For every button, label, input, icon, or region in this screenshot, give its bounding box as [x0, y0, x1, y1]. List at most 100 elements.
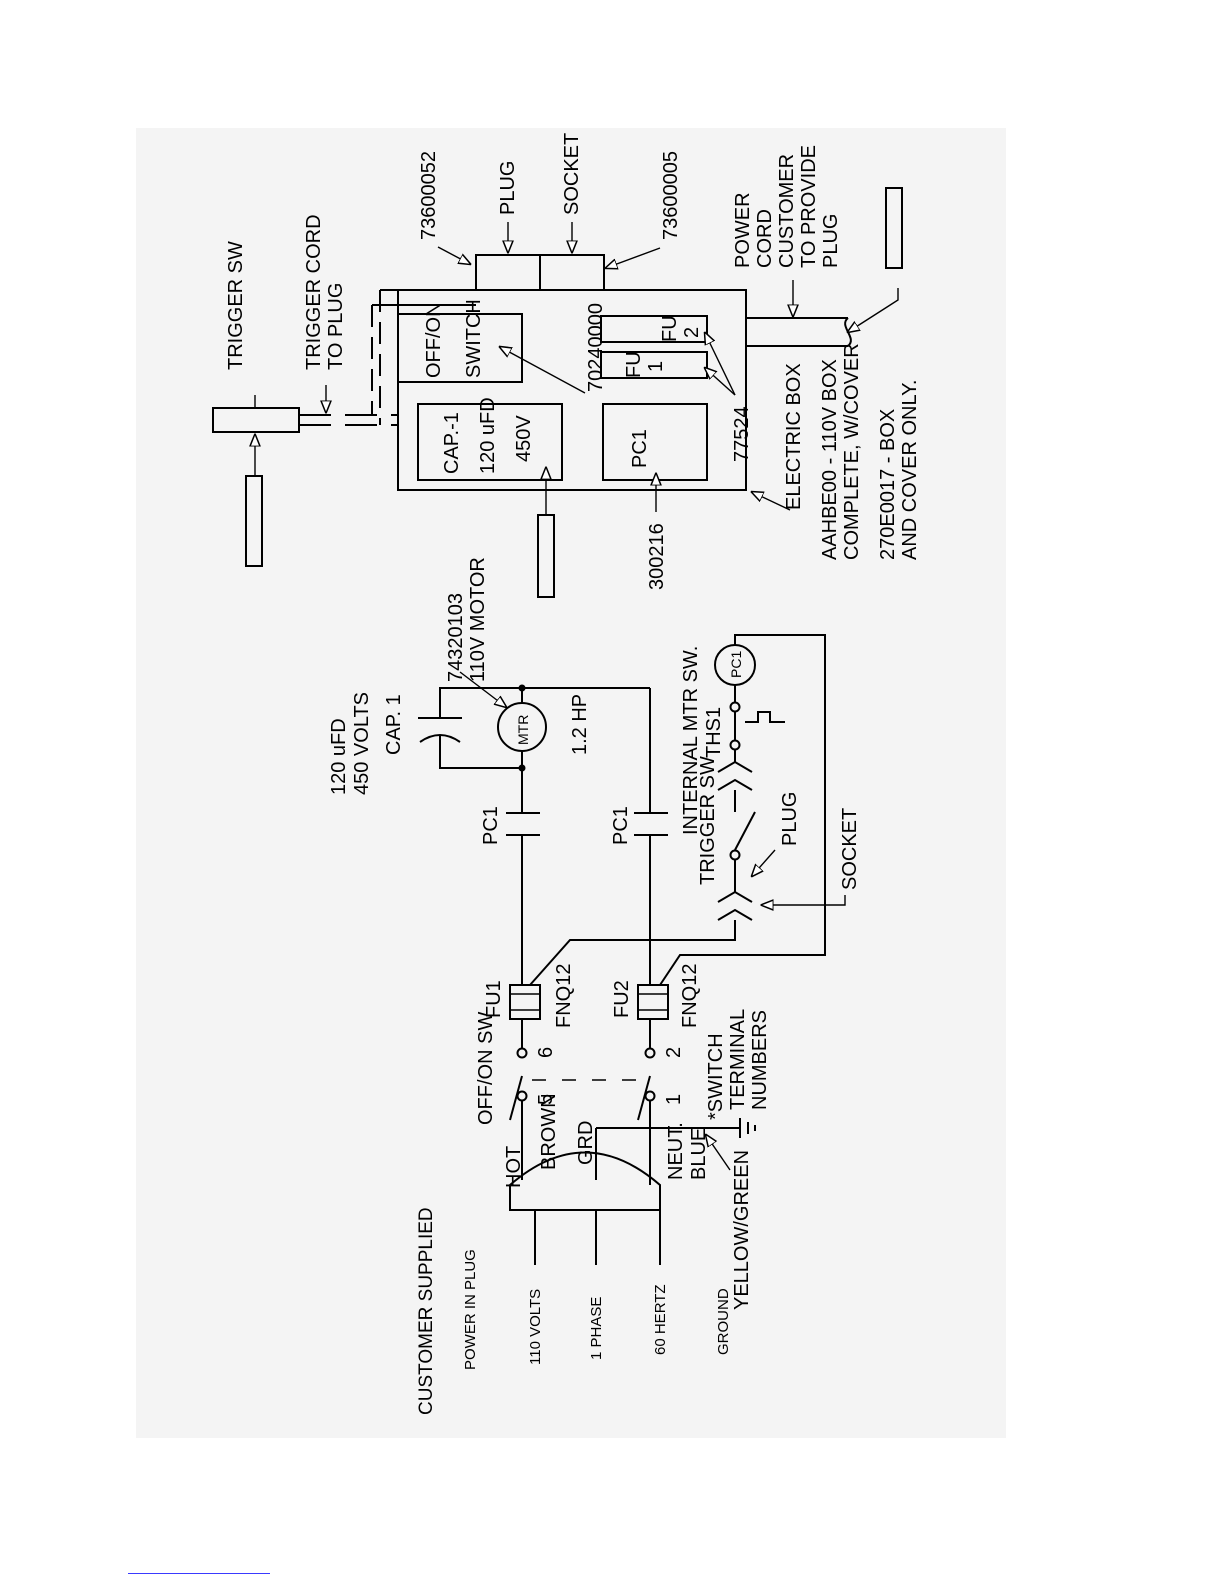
label-fu2-num: 2	[681, 327, 703, 338]
supply-notes: CUSTOMER SUPPLIED POWER IN PLUG 110 VOLT…	[416, 1207, 732, 1415]
label-power-3: CUSTOMER	[776, 154, 798, 268]
label-aahbe00-2: COMPLETE, W/COVER	[841, 343, 863, 560]
label-aahbe00-1: AAHBE00 - 110V BOX	[819, 359, 841, 560]
label-fu1: FU	[623, 351, 645, 378]
ths1-node-b	[729, 701, 741, 713]
plug-contact-a	[717, 778, 753, 791]
label-switch-terminal-2: TERMINAL	[727, 1009, 749, 1110]
fu1-symbol	[509, 984, 541, 1020]
label-pc1-circle: PC1	[728, 651, 744, 678]
pc1-return-wire	[659, 634, 826, 986]
label-hp: 1.2 HP	[569, 694, 591, 755]
label-trigger-cord-2: TO PLUG	[325, 283, 347, 370]
leader-77524-b	[705, 333, 736, 396]
motor-part-leader	[459, 671, 506, 707]
label-hot: HOT	[503, 1146, 525, 1188]
label-power-4: TO PROVIDE	[798, 145, 820, 268]
label-fu2-type: FNQ12	[679, 964, 701, 1028]
label-fu1-schem: FU1	[483, 980, 505, 1018]
label-neut: NEUT.	[665, 1122, 687, 1180]
power-cord-plug-stub	[885, 187, 903, 269]
label-300216: 300216	[646, 523, 668, 590]
label-offon-sw-schem: OFF/ON SW	[475, 1012, 497, 1125]
label-cap-box-3: 450V	[513, 415, 535, 462]
label-pc1-top: PC1	[480, 806, 502, 845]
label-power-1: POWER	[732, 192, 754, 268]
label-cap-box-2: 120 uFD	[477, 397, 499, 474]
cap-handle	[537, 514, 555, 598]
socket-contact-a	[717, 908, 753, 921]
label-grd: GRD	[575, 1121, 597, 1165]
power-plug-symbol	[509, 1151, 661, 1211]
footer-rule	[128, 1573, 270, 1574]
capacitor-box	[417, 403, 563, 481]
label-fu2-schem: FU2	[611, 980, 633, 1018]
label-brown: BROWN	[538, 1093, 560, 1170]
label-motor-part-2: 110V MOTOR	[467, 557, 489, 682]
label-volts: 110 VOLTS	[527, 1289, 544, 1365]
label-77524: 77524	[731, 406, 753, 462]
label-customer-supplied: CUSTOMER SUPPLIED	[416, 1207, 437, 1415]
ths1-node-a	[729, 739, 741, 751]
label-power-in-plug: POWER IN PLUG	[462, 1249, 479, 1370]
label-fu2: FU	[659, 315, 681, 342]
label-motor: MTR	[515, 715, 531, 745]
label-hertz: 60 HERTZ	[652, 1284, 669, 1355]
label-blue: BLUE	[688, 1128, 710, 1180]
cap-wire-bottom	[439, 735, 522, 769]
label-socket: SOCKET	[561, 133, 583, 215]
socket-leader	[762, 895, 846, 905]
label-fu1-num: 1	[645, 361, 667, 372]
pc1-box	[602, 403, 708, 481]
offon-switch-box	[397, 313, 523, 383]
power-cord-leader	[848, 288, 899, 332]
trigger-circuit-wire	[529, 920, 736, 986]
leader-77524-a	[705, 368, 736, 396]
trigger-switch-block	[212, 407, 300, 433]
label-internal-sw-1: INTERNAL MTR SW.	[680, 646, 702, 835]
leader-73600052	[437, 246, 470, 264]
leader-70240000	[500, 347, 586, 394]
fuse-1-box	[600, 351, 708, 379]
label-73600052: 73600052	[418, 151, 440, 240]
label-term-2: 2	[663, 1047, 685, 1058]
switch-term-1	[644, 1090, 656, 1102]
label-fu1-type: FNQ12	[553, 964, 575, 1028]
scanned-drawing-area	[136, 128, 1006, 1438]
label-trigger-sw-schem: TRIGGER SW	[697, 756, 719, 885]
label-motor-part-1: 74320103	[445, 593, 467, 682]
label-term-5: 5	[535, 1094, 557, 1105]
trigger-handle	[245, 475, 263, 567]
label-yellow-green: YELLOW/GREEN	[731, 1150, 753, 1310]
ths1-thermal-symbol	[745, 711, 785, 723]
socket-contact-b	[717, 890, 753, 903]
switch-term-6	[516, 1047, 528, 1059]
label-plug: PLUG	[497, 161, 519, 215]
label-offon-1: OFF/ON	[423, 302, 445, 378]
label-cap-val-3: CAP. 1	[383, 694, 405, 755]
leader-73600005	[606, 247, 661, 268]
electric-box-assembly: TRIGGER SW TRIGGER CORD TO PLUG 73600052…	[212, 133, 921, 598]
yellow-green-leader	[706, 1135, 731, 1171]
label-trigger-cord-1: TRIGGER CORD	[303, 214, 325, 370]
label-ground: GROUND	[715, 1288, 732, 1355]
label-power-5: PLUG	[820, 214, 842, 268]
offon-switch-blade-2	[637, 1075, 651, 1121]
label-switch-terminal-1: *SWITCH	[705, 1033, 727, 1120]
plug-leader	[752, 849, 776, 876]
trigger-sw-blade	[734, 811, 756, 851]
fuse-2-box	[600, 315, 708, 343]
schematic: 120 uFD 450 VOLTS CAP. 1 74320103 110V M…	[328, 557, 861, 1310]
fu2-symbol	[637, 984, 669, 1020]
label-270e0017-1: 270E0017 - BOX	[877, 409, 899, 560]
label-electric-box: ELECTRIC BOX	[783, 363, 805, 510]
cap-wire-top	[439, 687, 522, 718]
trigger-sw-node-a	[729, 849, 741, 861]
label-term-6: 6	[535, 1047, 557, 1058]
label-plug-schem: PLUG	[779, 792, 801, 846]
label-ths1: THS1	[703, 707, 725, 758]
label-270e0017-2: AND COVER ONLY.	[899, 380, 921, 560]
label-trigger-sw: TRIGGER SW	[225, 241, 247, 370]
plug-contact-b	[717, 760, 753, 773]
